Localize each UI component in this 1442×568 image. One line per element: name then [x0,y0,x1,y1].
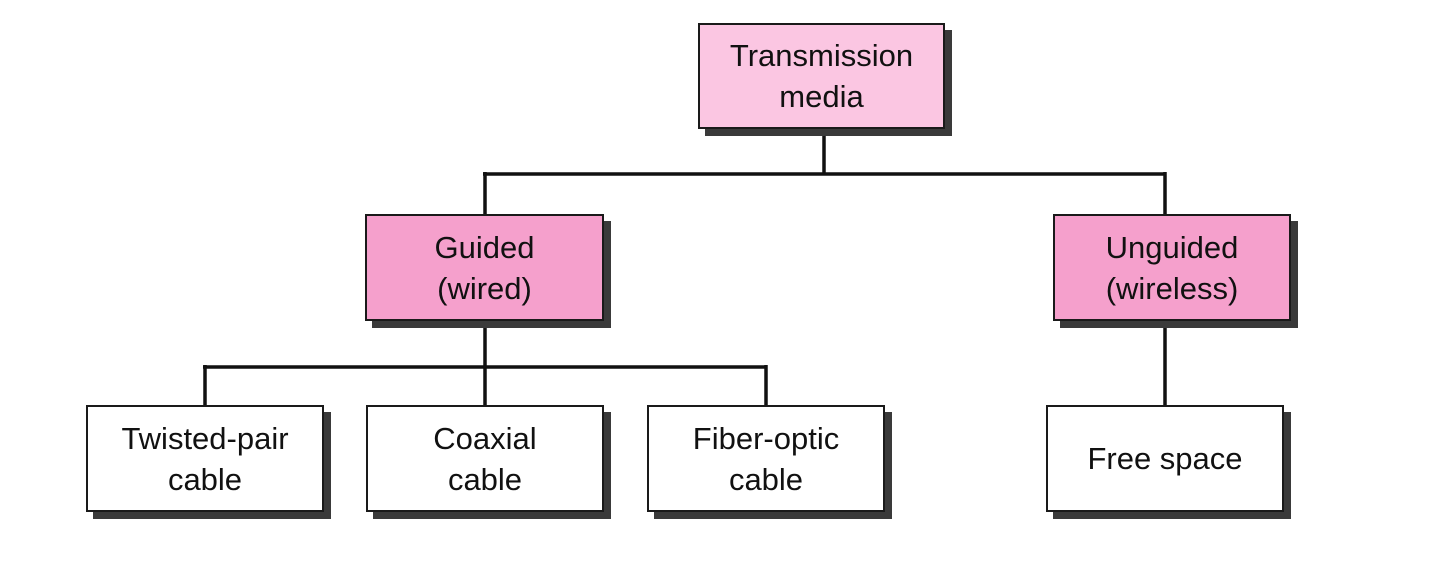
node-label-line: cable [167,461,243,497]
node-label-line: Free space [1087,441,1243,476]
node-coaxial-cable: Coaxial cable [366,405,604,512]
node-label-line: Coaxial [433,420,537,456]
node-twisted-pair-cable: Twisted-pair cable [86,405,324,512]
node-unguided-wireless: Unguided (wireless) [1053,214,1291,321]
node-label-line: (wireless) [1105,270,1239,306]
node-transmission-media: Transmission media [698,23,945,129]
node-label-line: media [779,79,864,114]
node-label-line: Unguided [1105,229,1239,265]
node-label-line: (wired) [437,270,532,306]
node-label-line: Transmission [729,38,914,73]
node-label-line: cable [447,461,523,497]
node-fiber-optic-cable: Fiber-optic cable [647,405,885,512]
node-free-space: Free space [1046,405,1284,512]
node-label-line: Fiber-optic [692,420,840,456]
node-label-line: Guided [434,229,535,265]
node-label-line: cable [728,461,804,497]
node-guided-wired: Guided (wired) [365,214,604,321]
node-label-line: Twisted-pair [121,420,289,456]
